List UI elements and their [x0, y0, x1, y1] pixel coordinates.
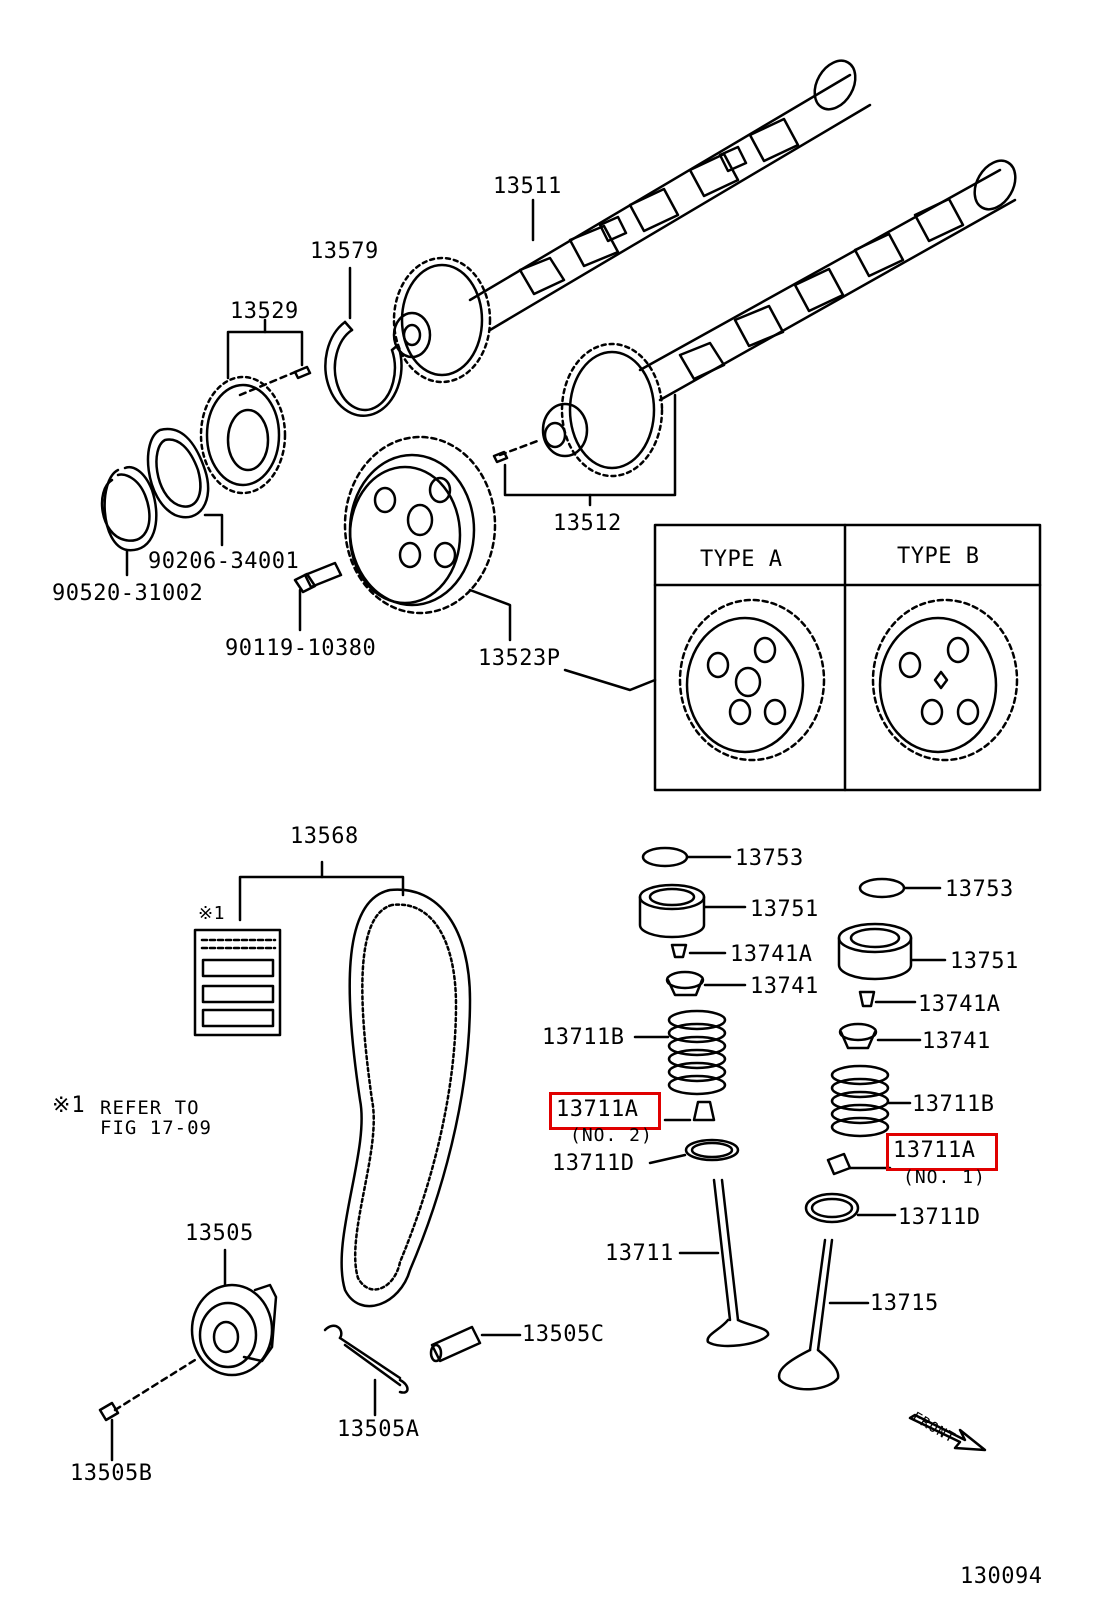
part-label-13751-no1: 13751: [950, 949, 1019, 974]
part-label-13711d-no1: 13711D: [898, 1205, 981, 1230]
tensioner-13505: [98, 1248, 278, 1462]
part-label-13711b-no1: 13711B: [912, 1092, 995, 1117]
pin-13505c: [429, 1325, 522, 1363]
type-a-label: TYPE A: [700, 547, 783, 572]
part-label-13715: 13715: [870, 1291, 939, 1316]
reference-box-mark: ※1: [198, 903, 225, 924]
part-label-13505c: 13505C: [522, 1322, 605, 1347]
part-label-13529: 13529: [230, 299, 299, 324]
part-label-13505b: 13505B: [70, 1461, 153, 1486]
front-arrow: [908, 1413, 987, 1452]
gasket-90206: [146, 427, 224, 547]
part-label-13753-no1: 13753: [945, 877, 1014, 902]
part-label-13568: 13568: [290, 824, 359, 849]
part-label-13579: 13579: [310, 239, 379, 264]
part-label-13753-no2: 13753: [735, 846, 804, 871]
figure-number: 130094: [960, 1564, 1043, 1589]
pulley-13523p: [343, 435, 657, 692]
reference-box: [193, 928, 282, 1037]
type-b-label: TYPE B: [897, 544, 980, 569]
reference-mark: ※1: [52, 1093, 86, 1118]
part-label-13523p: 13523P: [478, 646, 561, 671]
part-label-13512: 13512: [553, 511, 622, 536]
spring-13505a: [323, 1324, 409, 1417]
reference-line-2: FIG 17-09: [100, 1117, 212, 1139]
part-label-13505: 13505: [185, 1221, 254, 1246]
part-label-13711: 13711: [605, 1241, 674, 1266]
camshaft-13511: [392, 59, 872, 384]
valve-stack-no1: [777, 877, 947, 1391]
part-label-13711d-no2: 13711D: [552, 1151, 635, 1176]
part-label-13741a-no2: 13741A: [730, 942, 813, 967]
part-label-13741-no1: 13741: [922, 1029, 991, 1054]
reference-line-1: REFER TO: [100, 1097, 200, 1119]
part-label-13741-no2: 13741: [750, 974, 819, 999]
gear-13529: [199, 318, 312, 495]
part-label-13711a-no2: 13711A: [556, 1097, 639, 1122]
part-label-13505a: 13505A: [337, 1417, 420, 1442]
part-label-90206-34001: 90206-34001: [148, 549, 300, 574]
part-label-13711b-no2: 13711B: [542, 1025, 625, 1050]
part-note-no1: (NO. 1): [903, 1167, 986, 1188]
ring-90520: [100, 466, 158, 577]
type-box: [653, 523, 1042, 792]
camshaft-13512: [492, 159, 1017, 478]
part-label-13711a-no1: 13711A: [893, 1138, 976, 1163]
snap-ring-13579: [324, 266, 403, 417]
part-note-no2: (NO. 2): [570, 1125, 653, 1146]
part-label-13511: 13511: [493, 174, 562, 199]
bolt-90119: [293, 561, 343, 632]
part-label-13741a-no1: 13741A: [918, 992, 1001, 1017]
highlight-13711a-no1: [886, 1133, 998, 1171]
highlight-13711a-no2: [549, 1092, 661, 1130]
valve-stack-no2: [633, 846, 770, 1348]
part-label-90119-10380: 90119-10380: [225, 636, 377, 661]
part-label-13751-no2: 13751: [750, 897, 819, 922]
timing-belt-13568: [238, 860, 472, 1308]
part-label-90520-31002: 90520-31002: [52, 581, 204, 606]
